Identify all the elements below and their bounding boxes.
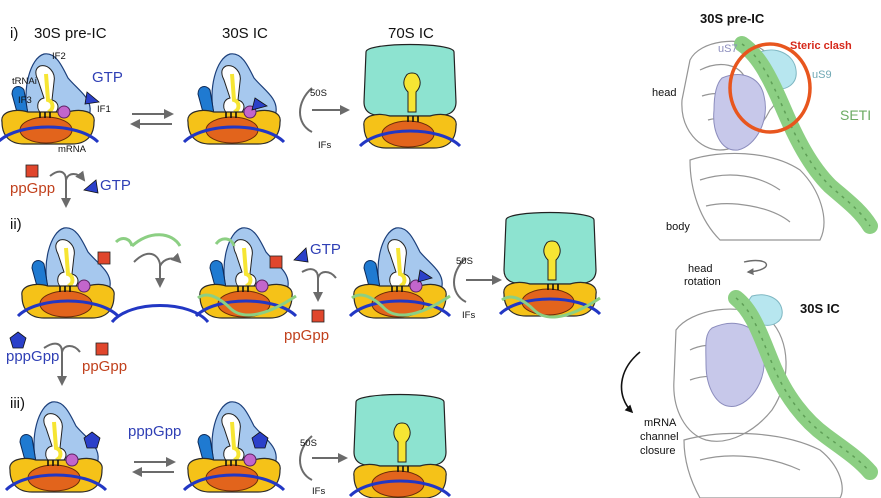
gtp-triangle-icon xyxy=(417,269,433,283)
ppgpp-square-icon xyxy=(25,164,39,178)
equilibrium-arrows-i xyxy=(130,109,174,129)
complex-iii-pre-ic xyxy=(4,399,108,494)
gtp-triangle-icon xyxy=(251,97,268,111)
structure-title-pre-ic: 30S pre-IC xyxy=(700,11,765,26)
label-if1: IF1 xyxy=(97,104,111,115)
equilibrium-arrows-iii xyxy=(132,457,176,477)
subunit-join-arrow-iii xyxy=(299,435,348,481)
row-label-iii: iii) xyxy=(10,395,25,412)
complex-i-pre-ic xyxy=(0,51,100,146)
label-us7: uS7 xyxy=(718,43,738,55)
structure-ic xyxy=(650,286,880,498)
complex-ii-70s xyxy=(498,211,602,319)
ppgpp-square-icon xyxy=(97,251,111,265)
label-head-rotation: head rotation xyxy=(684,263,721,288)
heading-70s-ic: 70S IC xyxy=(388,25,434,42)
label-50s-ii: 50S xyxy=(456,256,473,267)
pppgpp-pentagon-icon xyxy=(9,331,27,349)
subunit-join-arrow-ii xyxy=(453,257,502,303)
complex-i-ic xyxy=(182,51,286,146)
label-mrna-channel-closure: mRNA channel closure xyxy=(640,417,682,457)
head-rotation-arrow xyxy=(743,259,768,276)
pppgpp-pentagon-icon xyxy=(251,431,269,449)
exchange-arrow-1 xyxy=(49,170,86,208)
label-ifs-i: IFs xyxy=(318,140,331,151)
exchange-arrow-2 xyxy=(301,268,337,302)
label-50s-iii: 50S xyxy=(300,438,317,449)
label-ppgpp-iii: ppGpp xyxy=(82,358,127,375)
label-if3: IF3 xyxy=(18,95,32,106)
row-label-ii: ii) xyxy=(10,216,22,233)
label-gtp-ii: GTP xyxy=(310,241,341,258)
complex-i-70s xyxy=(358,43,462,150)
pppgpp-pentagon-icon xyxy=(83,431,101,449)
complex-ii-seti xyxy=(194,225,298,320)
structure-pre-ic xyxy=(650,26,880,241)
complex-iii-70s xyxy=(348,393,452,498)
label-ifs-iii: IFs xyxy=(312,486,325,497)
exchange-arrow-3 xyxy=(43,342,81,386)
seti-binding-arrow xyxy=(110,233,210,324)
label-if2: IF2 xyxy=(52,51,66,62)
label-50s-i: 50S xyxy=(310,88,327,99)
heading-30s-pre-ic: 30S pre-IC xyxy=(34,25,107,42)
complex-ii-ic xyxy=(348,225,452,320)
complex-iii-ic xyxy=(182,399,286,494)
ppgpp-square-icon xyxy=(269,255,283,269)
label-gtp-i: GTP xyxy=(92,69,123,86)
label-ifs-ii: IFs xyxy=(462,310,475,321)
label-mrna: mRNA xyxy=(58,144,87,155)
heading-30s-ic: 30S IC xyxy=(222,25,268,42)
label-head: head xyxy=(652,87,676,99)
gtp-triangle-icon xyxy=(84,91,100,105)
gtp-triangle-icon xyxy=(293,247,309,263)
label-pppgpp-exchange: pppGpp xyxy=(6,348,59,365)
label-us9: uS9 xyxy=(812,69,832,81)
ppgpp-square-icon xyxy=(311,309,325,323)
label-seti: SETI xyxy=(840,107,871,123)
mrna-closure-arrow xyxy=(620,351,641,414)
label-trnai: tRNAi xyxy=(12,76,37,87)
label-steric-clash: Steric clash xyxy=(790,40,852,52)
label-ppgpp-ii: ppGpp xyxy=(284,327,329,344)
label-body: body xyxy=(666,221,690,233)
gtp-triangle-icon xyxy=(83,179,99,194)
complex-ii-pre-ic xyxy=(16,225,120,320)
structure-title-ic: 30S IC xyxy=(800,301,840,316)
ppgpp-square-icon xyxy=(95,342,109,356)
subunit-join-arrow-i xyxy=(299,87,350,133)
label-pppgpp-iii: pppGpp xyxy=(128,423,181,440)
label-ppgpp-i: ppGpp xyxy=(10,180,55,197)
row-label-i: i) xyxy=(10,25,18,42)
label-gtp-exchange: GTP xyxy=(100,177,131,194)
